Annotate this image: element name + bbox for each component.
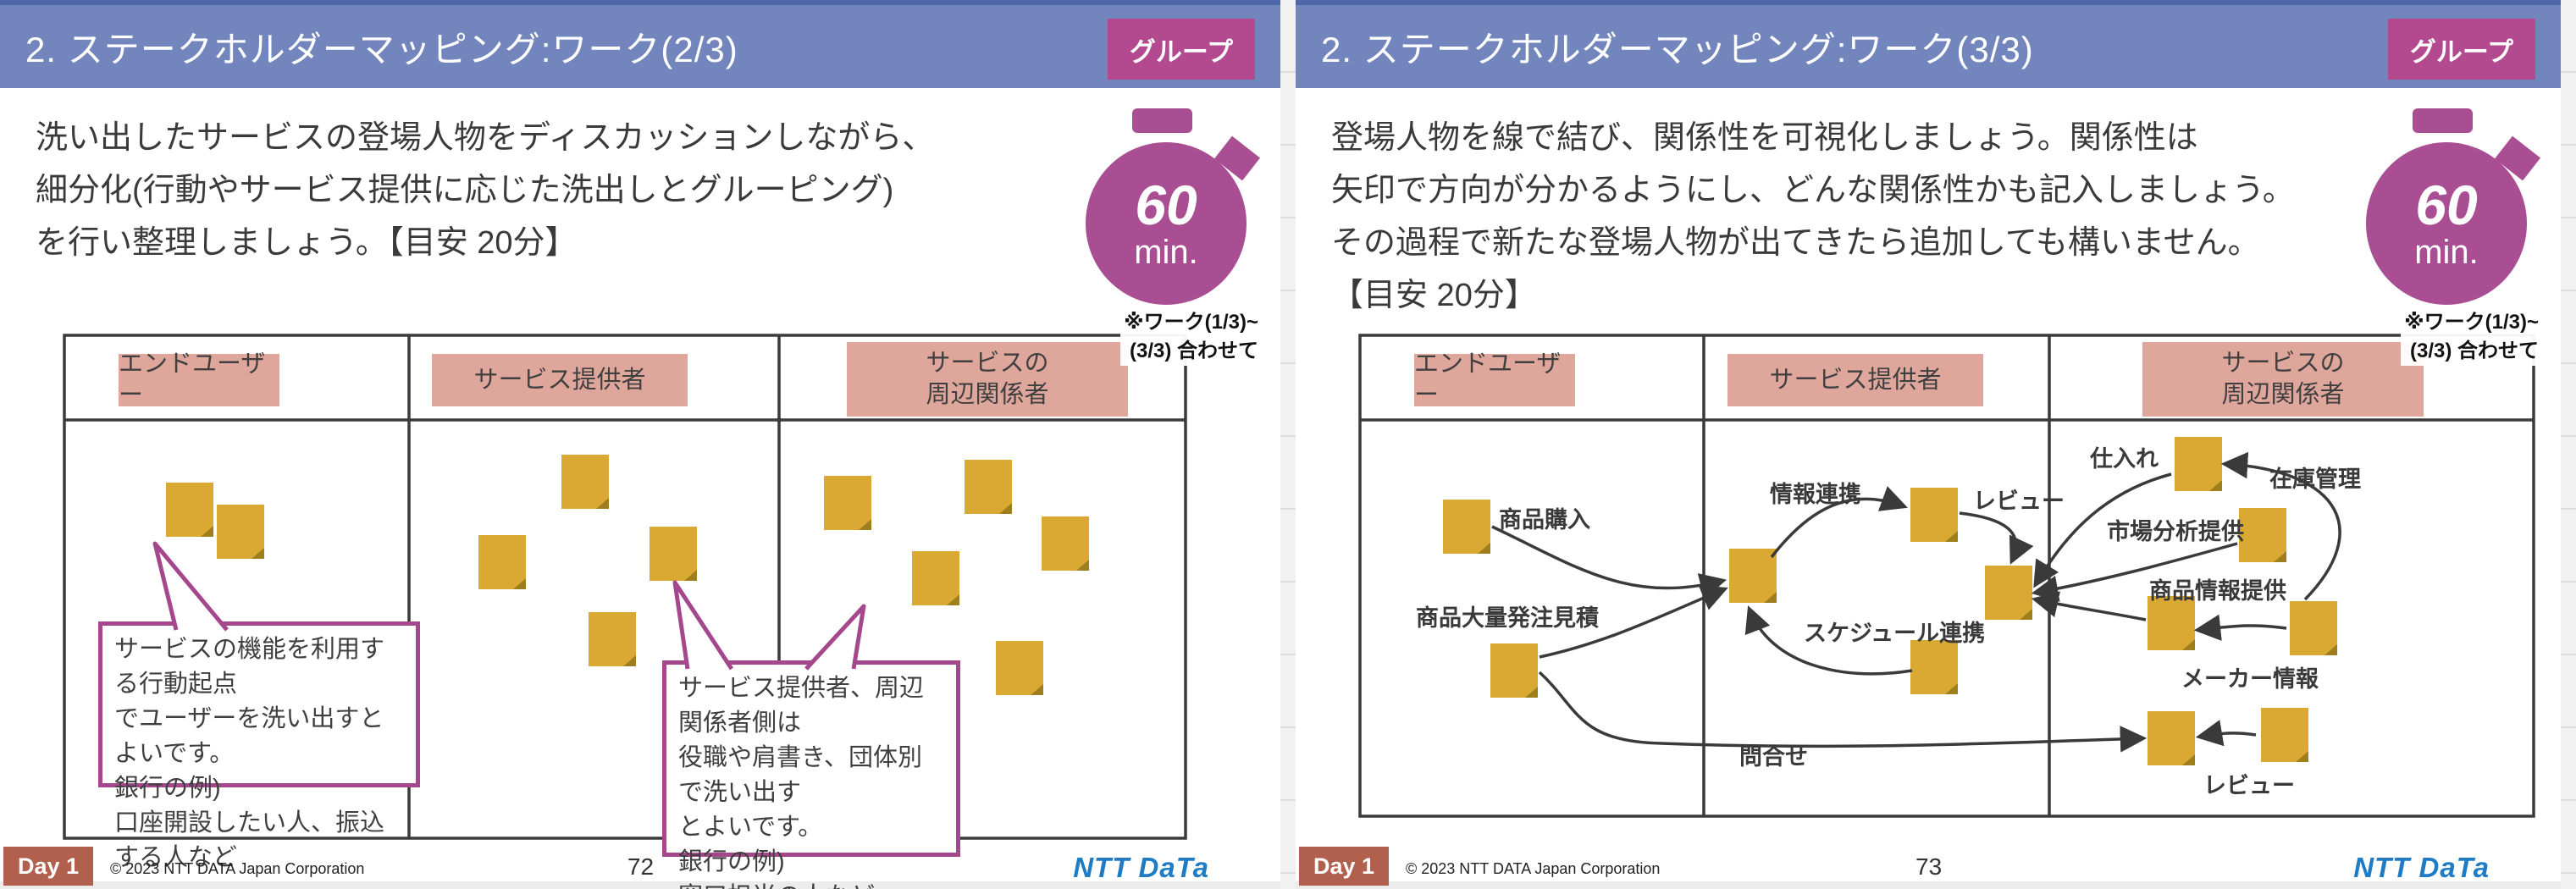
- body-line: 矢印で方向が分かるようにし、どんな関係性かも記入しましょう。: [1331, 173, 2295, 208]
- sticky-note: [217, 505, 264, 559]
- day-badge: Day 1: [3, 847, 93, 886]
- slide-title: 2. ステークホルダーマッピング:ワーク(2/3): [25, 29, 738, 69]
- page-number: 72: [627, 853, 655, 880]
- column-header: エンドユーザー: [119, 351, 279, 409]
- diagram-arrows: [1491, 451, 2341, 753]
- relation-label: 情報連携: [1770, 482, 1861, 507]
- sticky-note: [1490, 643, 1538, 698]
- sticky-note: [2148, 711, 2195, 765]
- sticky-note: [2148, 596, 2195, 650]
- copyright-text: © 2023 NTT DATA Japan Corporation: [1406, 860, 1661, 877]
- right-edge-strip: [2561, 0, 2576, 889]
- sticky-note: [1910, 640, 1958, 694]
- sticky-note: [1910, 488, 1958, 542]
- slide-title-bar: 2. ステークホルダーマッピング:ワーク(2/3): [0, 0, 1280, 88]
- column-header: サービスの周辺関係者: [847, 342, 1128, 417]
- relation-label: レビュー: [1973, 489, 2065, 514]
- diagram-arrows: [152, 541, 866, 671]
- sticky-note: [2290, 601, 2337, 655]
- body-line: 【目安 20分】: [1331, 278, 1537, 313]
- relation-label: レビュー: [2203, 773, 2295, 798]
- sticky-note: [478, 535, 526, 589]
- sticky-note: [824, 476, 871, 530]
- slide-page-72[interactable]: 2. ステークホルダーマッピング:ワーク(2/3) グループ 洗い出したサービス…: [0, 0, 1280, 889]
- tip-callout: サービス提供者、周辺関係者側は役職や肩書き、団体別で洗い出すとよいです。銀行の例…: [662, 660, 960, 889]
- relation-label: スケジュール連携: [1804, 621, 1986, 646]
- body-line: その過程で新たな登場人物が出てきたら追加しても構いません。: [1331, 225, 2260, 261]
- sticky-note: [965, 460, 1012, 514]
- sticky-note: [1985, 566, 2032, 620]
- body-line: を行い整理しましょう。【目安 20分】: [36, 225, 578, 261]
- page-number: 73: [1915, 853, 1943, 880]
- relation-label: メーカー情報: [2181, 666, 2319, 692]
- sticky-note: [1443, 500, 1490, 554]
- sticky-note: [650, 527, 697, 581]
- body-line: 洗い出したサービスの登場人物をディスカッションしながら、: [36, 120, 935, 156]
- relation-label: 問合せ: [1739, 744, 1808, 770]
- slide-title-bar: 2. ステークホルダーマッピング:ワーク(3/3): [1296, 0, 2561, 88]
- sticky-note: [561, 455, 609, 509]
- sticky-note: [2239, 508, 2286, 562]
- column-header: サービス提供者: [432, 354, 688, 406]
- sticky-note: [2261, 708, 2308, 762]
- column-header: エンドユーザー: [1414, 351, 1575, 409]
- relation-label: 商品大量発注見積: [1416, 605, 1599, 631]
- slide-title: 2. ステークホルダーマッピング:ワーク(3/3): [1321, 29, 2034, 69]
- relation-label: 仕入れ: [2090, 446, 2159, 472]
- sticky-note: [1729, 549, 1777, 603]
- sticky-note: [1042, 516, 1089, 571]
- work-span-note: ※ワーク(1/3)~ (3/3) 合わせて: [2401, 308, 2542, 366]
- sticky-note: [589, 612, 636, 666]
- diagram-frame: [1358, 334, 2535, 818]
- ntt-data-logo: NTT DaTa: [1073, 852, 1209, 883]
- sticky-note: [2175, 437, 2222, 491]
- ntt-data-logo: NTT DaTa: [2353, 852, 2490, 883]
- body-line: 細分化(行動やサービス提供に応じた洗出しとグルーピング): [36, 173, 894, 208]
- group-work-badge: グループ: [2387, 19, 2535, 80]
- relation-label: 商品購入: [1499, 507, 1590, 533]
- relation-label: 市場分析提供: [2107, 519, 2244, 544]
- slide-page-73[interactable]: 2. ステークホルダーマッピング:ワーク(3/3) グループ 登場人物を線で結び…: [1296, 0, 2561, 886]
- slide-gutter: [1280, 0, 1296, 889]
- slide-body-text: 登場人物を線で結び、関係性を可視化しましょう。関係性は矢印で方向が分かるようにし…: [1331, 112, 2295, 322]
- body-line: 登場人物を線で結び、関係性を可視化しましょう。関係性は: [1331, 120, 2198, 156]
- column-header: サービスの周辺関係者: [2142, 342, 2424, 417]
- tip-callout: サービスの機能を利用する行動起点でユーザーを洗い出すとよいです。銀行の例)口座開…: [98, 621, 420, 871]
- copyright-text: © 2023 NTT DATA Japan Corporation: [110, 860, 365, 877]
- group-work-badge: グループ: [1107, 19, 1255, 80]
- sticky-note: [912, 551, 959, 605]
- column-header: サービス提供者: [1727, 354, 1983, 406]
- slide-body-text: 洗い出したサービスの登場人物をディスカッションしながら、細分化(行動やサービス提…: [36, 112, 934, 269]
- sticky-note: [166, 483, 213, 537]
- sticky-note: [996, 641, 1043, 695]
- work-span-note: ※ワーク(1/3)~ (3/3) 合わせて: [1120, 308, 1262, 366]
- relation-label: 商品情報提供: [2149, 578, 2286, 604]
- day-badge: Day 1: [1299, 847, 1389, 886]
